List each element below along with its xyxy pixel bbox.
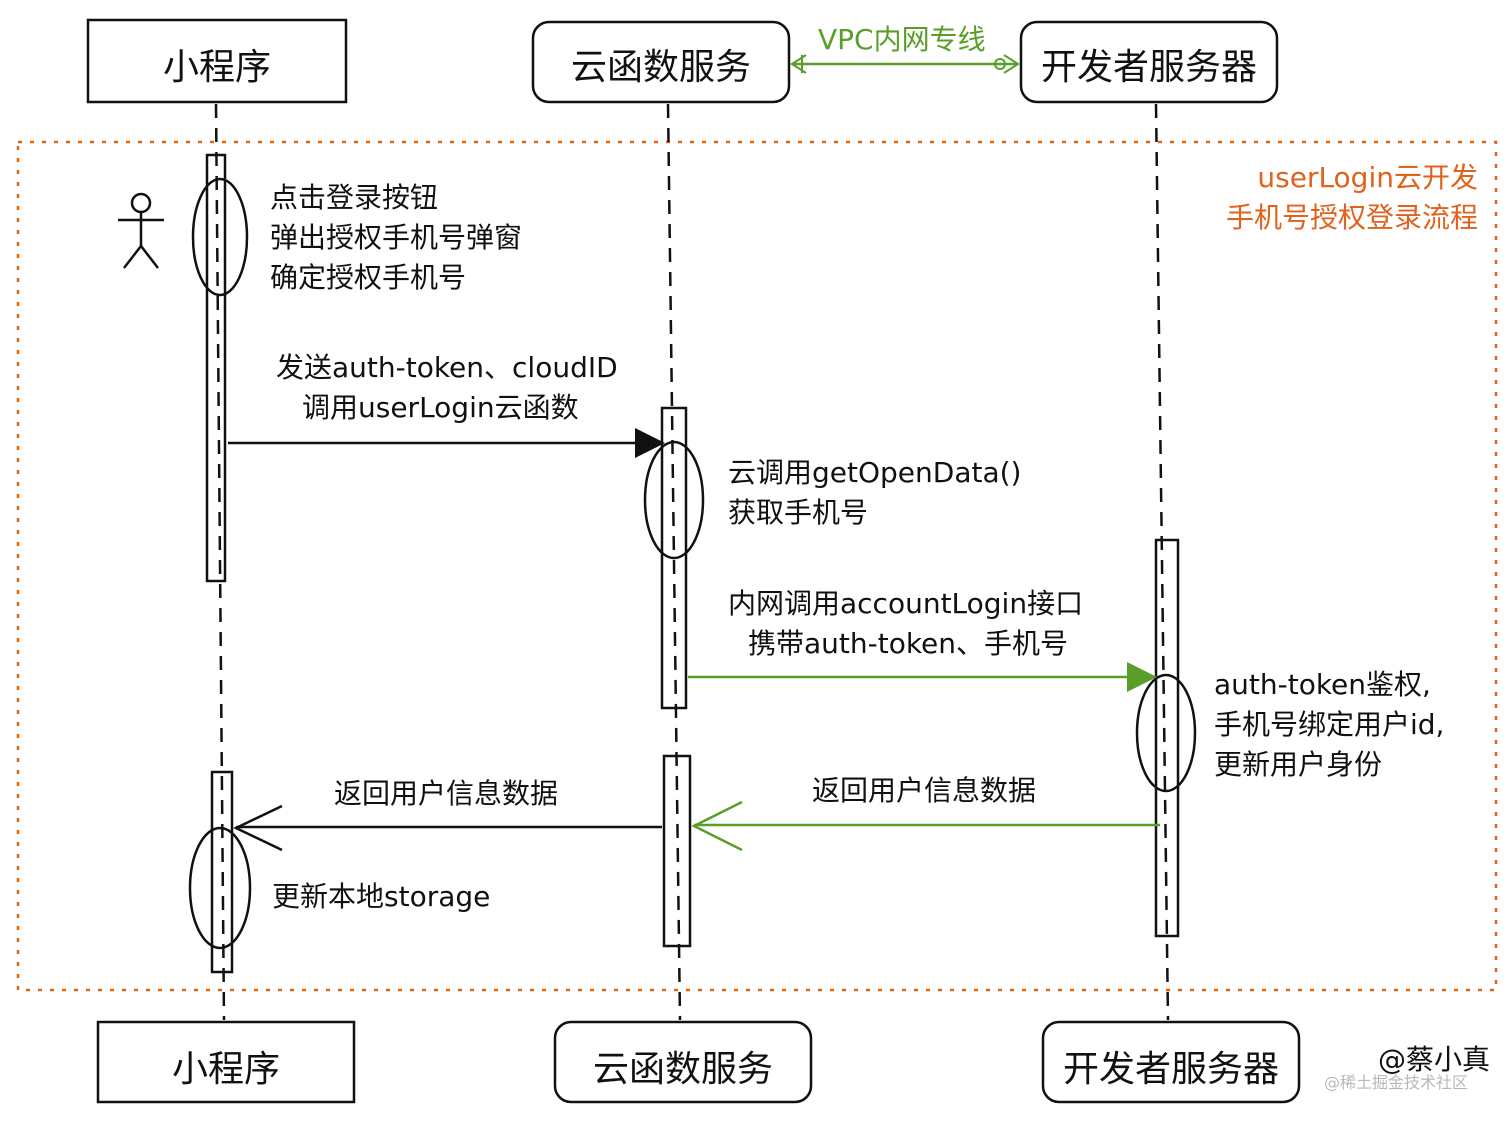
miniapp-label-top: 小程序	[162, 47, 271, 88]
cloud-function-box-bottom	[553, 1020, 813, 1104]
update-storage-highlight	[188, 826, 252, 950]
frame-title-line1: userLogin云开发	[1257, 161, 1478, 194]
author-signature: @蔡小真	[1378, 1043, 1491, 1076]
user-action-line2: 弹出授权手机号弹窗	[270, 221, 523, 254]
user-action-highlight	[191, 177, 249, 297]
miniapp-box-top	[86, 18, 348, 104]
vpc-end-left-icon	[790, 54, 807, 74]
auth-line2: 手机号绑定用户id,	[1214, 708, 1445, 741]
auth-line3: 更新用户身份	[1214, 748, 1383, 781]
call-account-line2: 携带auth-token、手机号	[748, 627, 1069, 660]
miniapp-label-bottom: 小程序	[171, 1049, 280, 1090]
cloud-activation-1	[660, 406, 688, 710]
miniapp-activation-2	[210, 770, 234, 974]
cloud-function-box-top	[531, 20, 791, 104]
miniapp-lifeline	[214, 103, 226, 1021]
return-server-arrowhead	[691, 800, 743, 852]
auth-line1: auth-token鉴权,	[1214, 668, 1431, 701]
user-actor-icon	[118, 192, 164, 269]
vpc-label: VPC内网专线	[818, 23, 986, 56]
call-cloud-line2: 调用userLogin云函数	[302, 391, 579, 424]
call-account-line1: 内网调用accountLogin接口	[728, 587, 1084, 620]
vpc-end-right-icon	[1003, 54, 1020, 74]
call-cloud-line1: 发送auth-token、cloudID	[276, 351, 618, 384]
miniapp-box-bottom	[96, 1020, 356, 1104]
dev-server-label-bottom: 开发者服务器	[1062, 1049, 1279, 1090]
user-action-line1: 点击登录按钮	[270, 181, 439, 214]
process-frame	[16, 140, 1498, 992]
cloud-function-label-bottom: 云函数服务	[592, 1049, 773, 1090]
return-cloud-arrowhead	[233, 804, 283, 852]
cloud-activation-2	[662, 754, 692, 948]
get-open-data-line2: 获取手机号	[728, 496, 869, 529]
cloud-function-label-top: 云函数服务	[570, 47, 751, 88]
frame-title-line2: 手机号授权登录流程	[1225, 201, 1478, 234]
user-action-line3: 确定授权手机号	[270, 261, 467, 294]
update-storage-label: 更新本地storage	[272, 880, 491, 913]
auth-highlight	[1135, 673, 1197, 793]
miniapp-activation-1	[205, 153, 227, 583]
dev-server-box-top	[1019, 20, 1279, 104]
dev-server-label-top: 开发者服务器	[1040, 47, 1257, 88]
dev-server-box-bottom	[1041, 1020, 1301, 1104]
dev-server-activation	[1154, 538, 1180, 938]
return-cloud-label: 返回用户信息数据	[334, 777, 559, 810]
site-watermark: @稀土掘金技术社区	[1324, 1073, 1469, 1092]
cloud-function-lifeline	[666, 103, 682, 1021]
return-server-label: 返回用户信息数据	[812, 774, 1037, 807]
get-open-data-line1: 云调用getOpenData()	[728, 456, 1022, 489]
dev-server-lifeline	[1154, 103, 1170, 1021]
get-open-data-highlight	[643, 440, 705, 560]
